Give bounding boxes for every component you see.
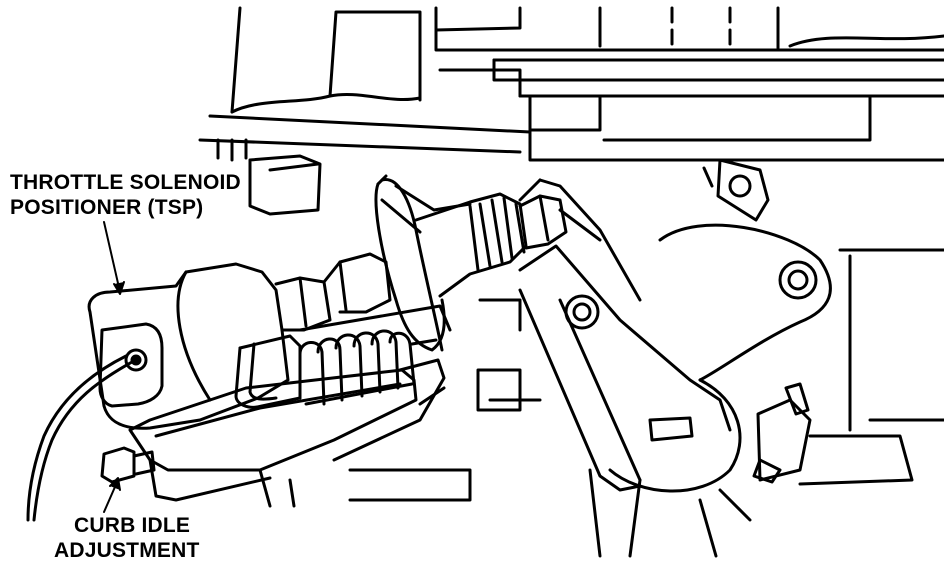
tsp-leader-arrow [113, 281, 125, 295]
tsp-label: THROTTLE SOLENOID POSITIONER (TSP) [10, 170, 241, 220]
leader-lines [103, 221, 125, 513]
throttle-lever [518, 158, 914, 522]
tsp-solenoid [26, 174, 568, 522]
curb-leader-arrow [109, 477, 121, 491]
tsp-label-line2: POSITIONER (TSP) [10, 196, 204, 219]
tsp-leader-line [103, 221, 121, 293]
curb-label-line2: ADJUSTMENT [54, 539, 200, 562]
curb-idle-label: CURB IDLE ADJUSTMENT [54, 513, 200, 563]
tsp-label-line1: THROTTLE SOLENOID [10, 171, 241, 194]
tsp-bracket [100, 304, 452, 508]
curb-label-line1: CURB IDLE [74, 514, 191, 537]
carburetor-body [198, 6, 944, 558]
